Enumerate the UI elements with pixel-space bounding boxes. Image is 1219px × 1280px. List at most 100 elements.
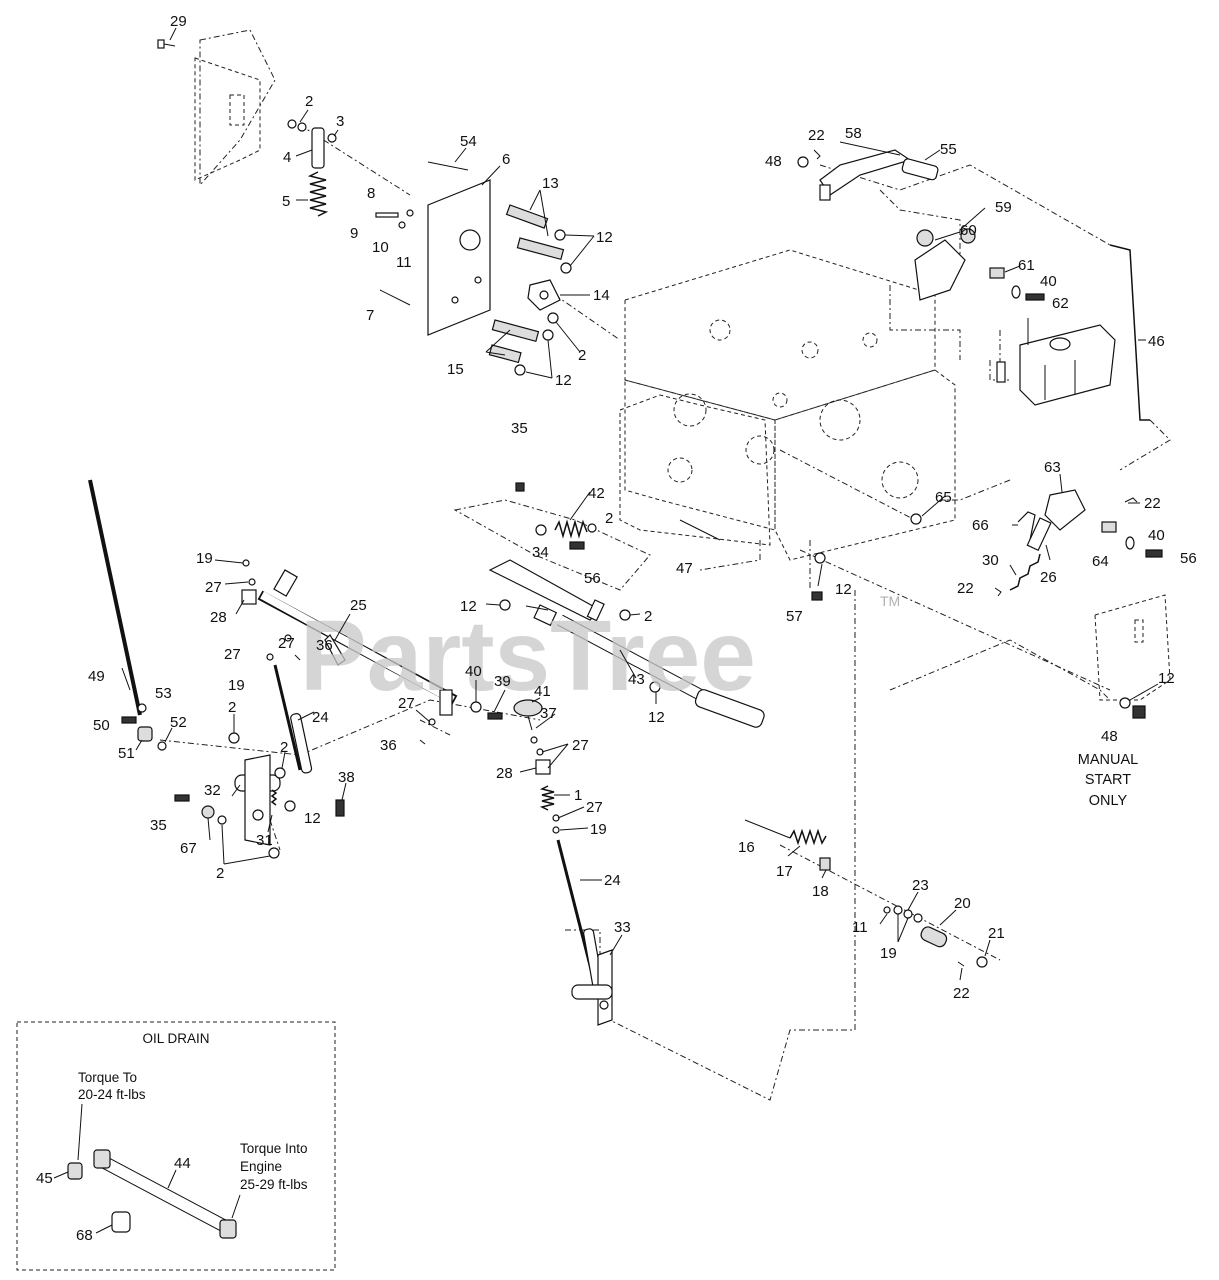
callout-22: 22 <box>957 580 974 597</box>
callout-11: 11 <box>852 919 868 936</box>
callout-55: 55 <box>940 141 957 158</box>
callout-21: 21 <box>988 925 1005 942</box>
callout-48: 48 <box>765 153 782 170</box>
callout-26: 26 <box>1040 569 1057 586</box>
part-29-bolt <box>157 39 176 49</box>
callout-8: 8 <box>367 185 375 202</box>
part-58-lever <box>819 149 912 201</box>
watermark-text: PartsTree <box>300 600 756 712</box>
part-22-pin-upper <box>813 149 821 160</box>
callout-28: 28 <box>210 609 227 626</box>
callout-5: 5 <box>282 193 290 210</box>
callout-1: 1 <box>574 787 582 804</box>
callout-23: 23 <box>912 877 929 894</box>
manual-line-1: MANUAL <box>1078 752 1138 768</box>
part-51-block <box>137 726 153 742</box>
callout-17: 17 <box>776 863 793 880</box>
callout-12: 12 <box>460 598 477 615</box>
callout-66: 66 <box>972 517 989 534</box>
callout-18: 18 <box>812 883 829 900</box>
part-24-link-left <box>273 664 313 774</box>
part-40-washer-right <box>1125 536 1135 550</box>
part-12-nuts-lower <box>514 329 554 376</box>
part-40-washer-upper <box>1011 285 1021 299</box>
torque-to-line-2: 20-24 ft-lbs <box>78 1087 146 1102</box>
part-27-19-center-lower <box>552 814 560 834</box>
part-61-spacer <box>989 267 1005 279</box>
torque-into-line-1: Torque Into <box>240 1141 308 1156</box>
manual-start-note: MANUAL START ONLY <box>1078 752 1138 809</box>
left-bracket-plate <box>194 57 261 181</box>
part-13-shafts <box>505 204 565 261</box>
callout-27: 27 <box>398 695 415 712</box>
callout-27: 27 <box>586 799 603 816</box>
assembly-lines <box>159 29 1171 1101</box>
callout-12: 12 <box>596 229 613 246</box>
part-16-bolt <box>744 819 791 839</box>
callout-56: 56 <box>584 570 601 587</box>
part-65-nut <box>910 513 922 525</box>
part-14-bracket <box>527 279 561 311</box>
part-2-nuts-left <box>217 732 296 859</box>
callout-28: 28 <box>496 765 513 782</box>
part-2-nut-mid <box>547 312 559 324</box>
part-5-spring <box>307 171 329 217</box>
callout-12: 12 <box>1158 670 1175 687</box>
callout-12: 12 <box>555 372 572 389</box>
callout-49: 49 <box>88 668 105 685</box>
callout-34: 34 <box>532 544 549 561</box>
callout-19: 19 <box>880 945 897 962</box>
part-56-bolt-mid <box>569 541 585 550</box>
callout-27: 27 <box>278 635 295 652</box>
manual-line-3: ONLY <box>1089 793 1128 809</box>
part-6-plate <box>427 179 491 336</box>
callout-6: 6 <box>502 151 510 168</box>
callout-62: 62 <box>1052 295 1069 312</box>
callout-13: 13 <box>542 175 559 192</box>
part-35-bolt-upper <box>515 482 525 492</box>
callout-25: 25 <box>350 597 367 614</box>
callout-39: 39 <box>494 673 511 690</box>
part-4-link <box>311 127 325 169</box>
callout-68: 68 <box>76 1227 93 1244</box>
part-12-nut-right <box>814 552 826 564</box>
part-32-pivot <box>234 754 281 846</box>
part-22-pin-lower <box>957 961 965 967</box>
part-33-bracket <box>571 949 613 1026</box>
leader-lines <box>121 27 1159 981</box>
part-56-bolt-right <box>1145 549 1163 558</box>
callout-22: 22 <box>1144 495 1161 512</box>
callout-57: 57 <box>786 608 803 625</box>
callout-44: 44 <box>174 1155 191 1172</box>
watermark: PartsTree TM <box>300 593 900 712</box>
callout-2: 2 <box>644 608 652 625</box>
callout-2: 2 <box>216 865 224 882</box>
callout-32: 32 <box>204 782 221 799</box>
right-side-plate <box>1094 594 1171 701</box>
callout-63: 63 <box>1044 459 1061 476</box>
part-66-clip <box>1017 511 1036 541</box>
callout-45: 45 <box>36 1170 53 1187</box>
part-40-39-washer-bolt <box>470 701 503 720</box>
part-53-nut <box>137 703 147 713</box>
manual-line-2: START <box>1085 772 1131 788</box>
part-37-27-28-center <box>419 718 551 775</box>
part-12-2-nuts-center <box>499 599 661 693</box>
callout-50: 50 <box>93 717 110 734</box>
callout-43: 43 <box>628 671 645 688</box>
callout-36: 36 <box>316 637 333 654</box>
part-41-knob <box>513 699 543 731</box>
part-24-link-center <box>556 839 604 990</box>
callout-51: 51 <box>118 745 135 762</box>
callout-12: 12 <box>648 709 665 726</box>
callout-67: 67 <box>180 840 197 857</box>
callout-40: 40 <box>1148 527 1165 544</box>
part-46-rod <box>1109 244 1150 421</box>
part-50-bolt <box>121 716 137 724</box>
part-48-nut-upper <box>797 156 809 168</box>
part-49-rod <box>88 479 142 716</box>
callout-61: 61 <box>1018 257 1035 274</box>
callout-4: 4 <box>283 149 291 166</box>
callout-10: 10 <box>372 239 389 256</box>
